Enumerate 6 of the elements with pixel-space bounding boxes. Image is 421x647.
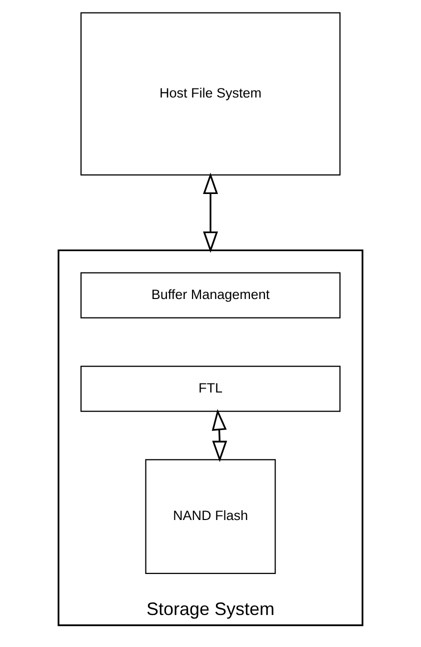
arrow <box>212 408 228 462</box>
arrow <box>203 172 218 253</box>
node-box: NAND Flash <box>145 459 276 574</box>
node-box: FTL <box>80 366 341 412</box>
node-box: Host File System <box>80 12 341 176</box>
node-box: Buffer Management <box>80 272 341 318</box>
